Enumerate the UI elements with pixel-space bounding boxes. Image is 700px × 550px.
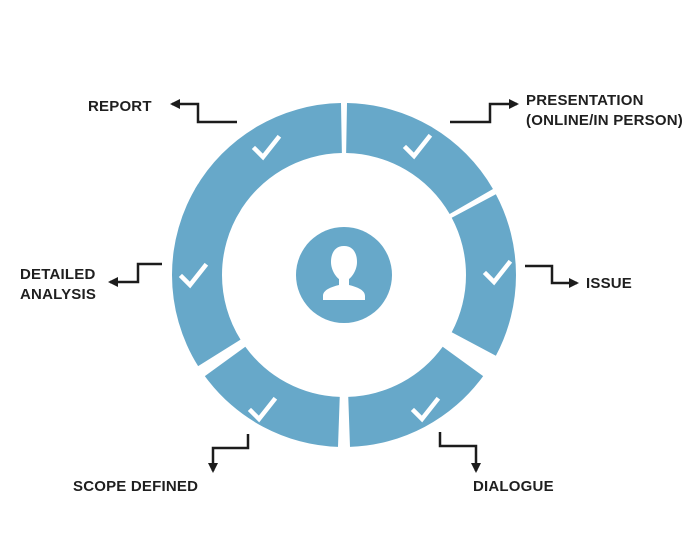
ring-segment-presentation [346,103,493,214]
stage-label-presentation: PRESENTATION (ONLINE/IN PERSON) [526,91,683,131]
stage-label-line: PRESENTATION [526,92,644,109]
ring-segment-detailed-analysis [172,183,241,367]
arrow-connector-issue [525,264,579,288]
checkmark-icon-presentation [402,133,433,160]
stage-label-line: DETAILED [20,266,96,283]
arrow-connector-report [170,99,237,124]
arrow-connector-presentation [450,99,519,124]
stage-label-scope-defined: SCOPE DEFINED [73,477,198,497]
user-icon [323,246,365,300]
arrow-connector-detailed-analysis [108,262,162,287]
ring-segment-report [195,103,342,214]
arrow-connector-scope-defined [208,434,250,473]
checkmark-icon-issue [482,259,513,286]
stage-label-line: ISSUE [586,275,633,292]
ring-segment-scope-defined [204,346,340,447]
ring-segment-dialogue [348,346,484,447]
stage-label-line: ANALYSIS [20,286,97,303]
arrow-connector-dialogue [438,432,481,473]
checkmark-icon-report [251,134,282,161]
checkmark-icon-dialogue [410,396,441,423]
stage-label-line: DIALOGUE [473,478,554,495]
stage-label-detailed-analysis: DETAILED ANALYSIS [20,265,96,305]
stage-label-line: (ONLINE/IN PERSON) [526,112,683,129]
stage-label-dialogue: DIALOGUE [473,477,554,497]
stage-label-issue: ISSUE [586,274,632,294]
stage-label-line: REPORT [88,98,152,115]
stage-label-line: SCOPE DEFINED [73,478,199,495]
stage-label-report: REPORT [88,97,152,117]
center-circle [296,227,392,323]
checkmark-icon-scope-defined [247,396,278,423]
checkmark-icon-detailed-analysis [178,262,209,289]
